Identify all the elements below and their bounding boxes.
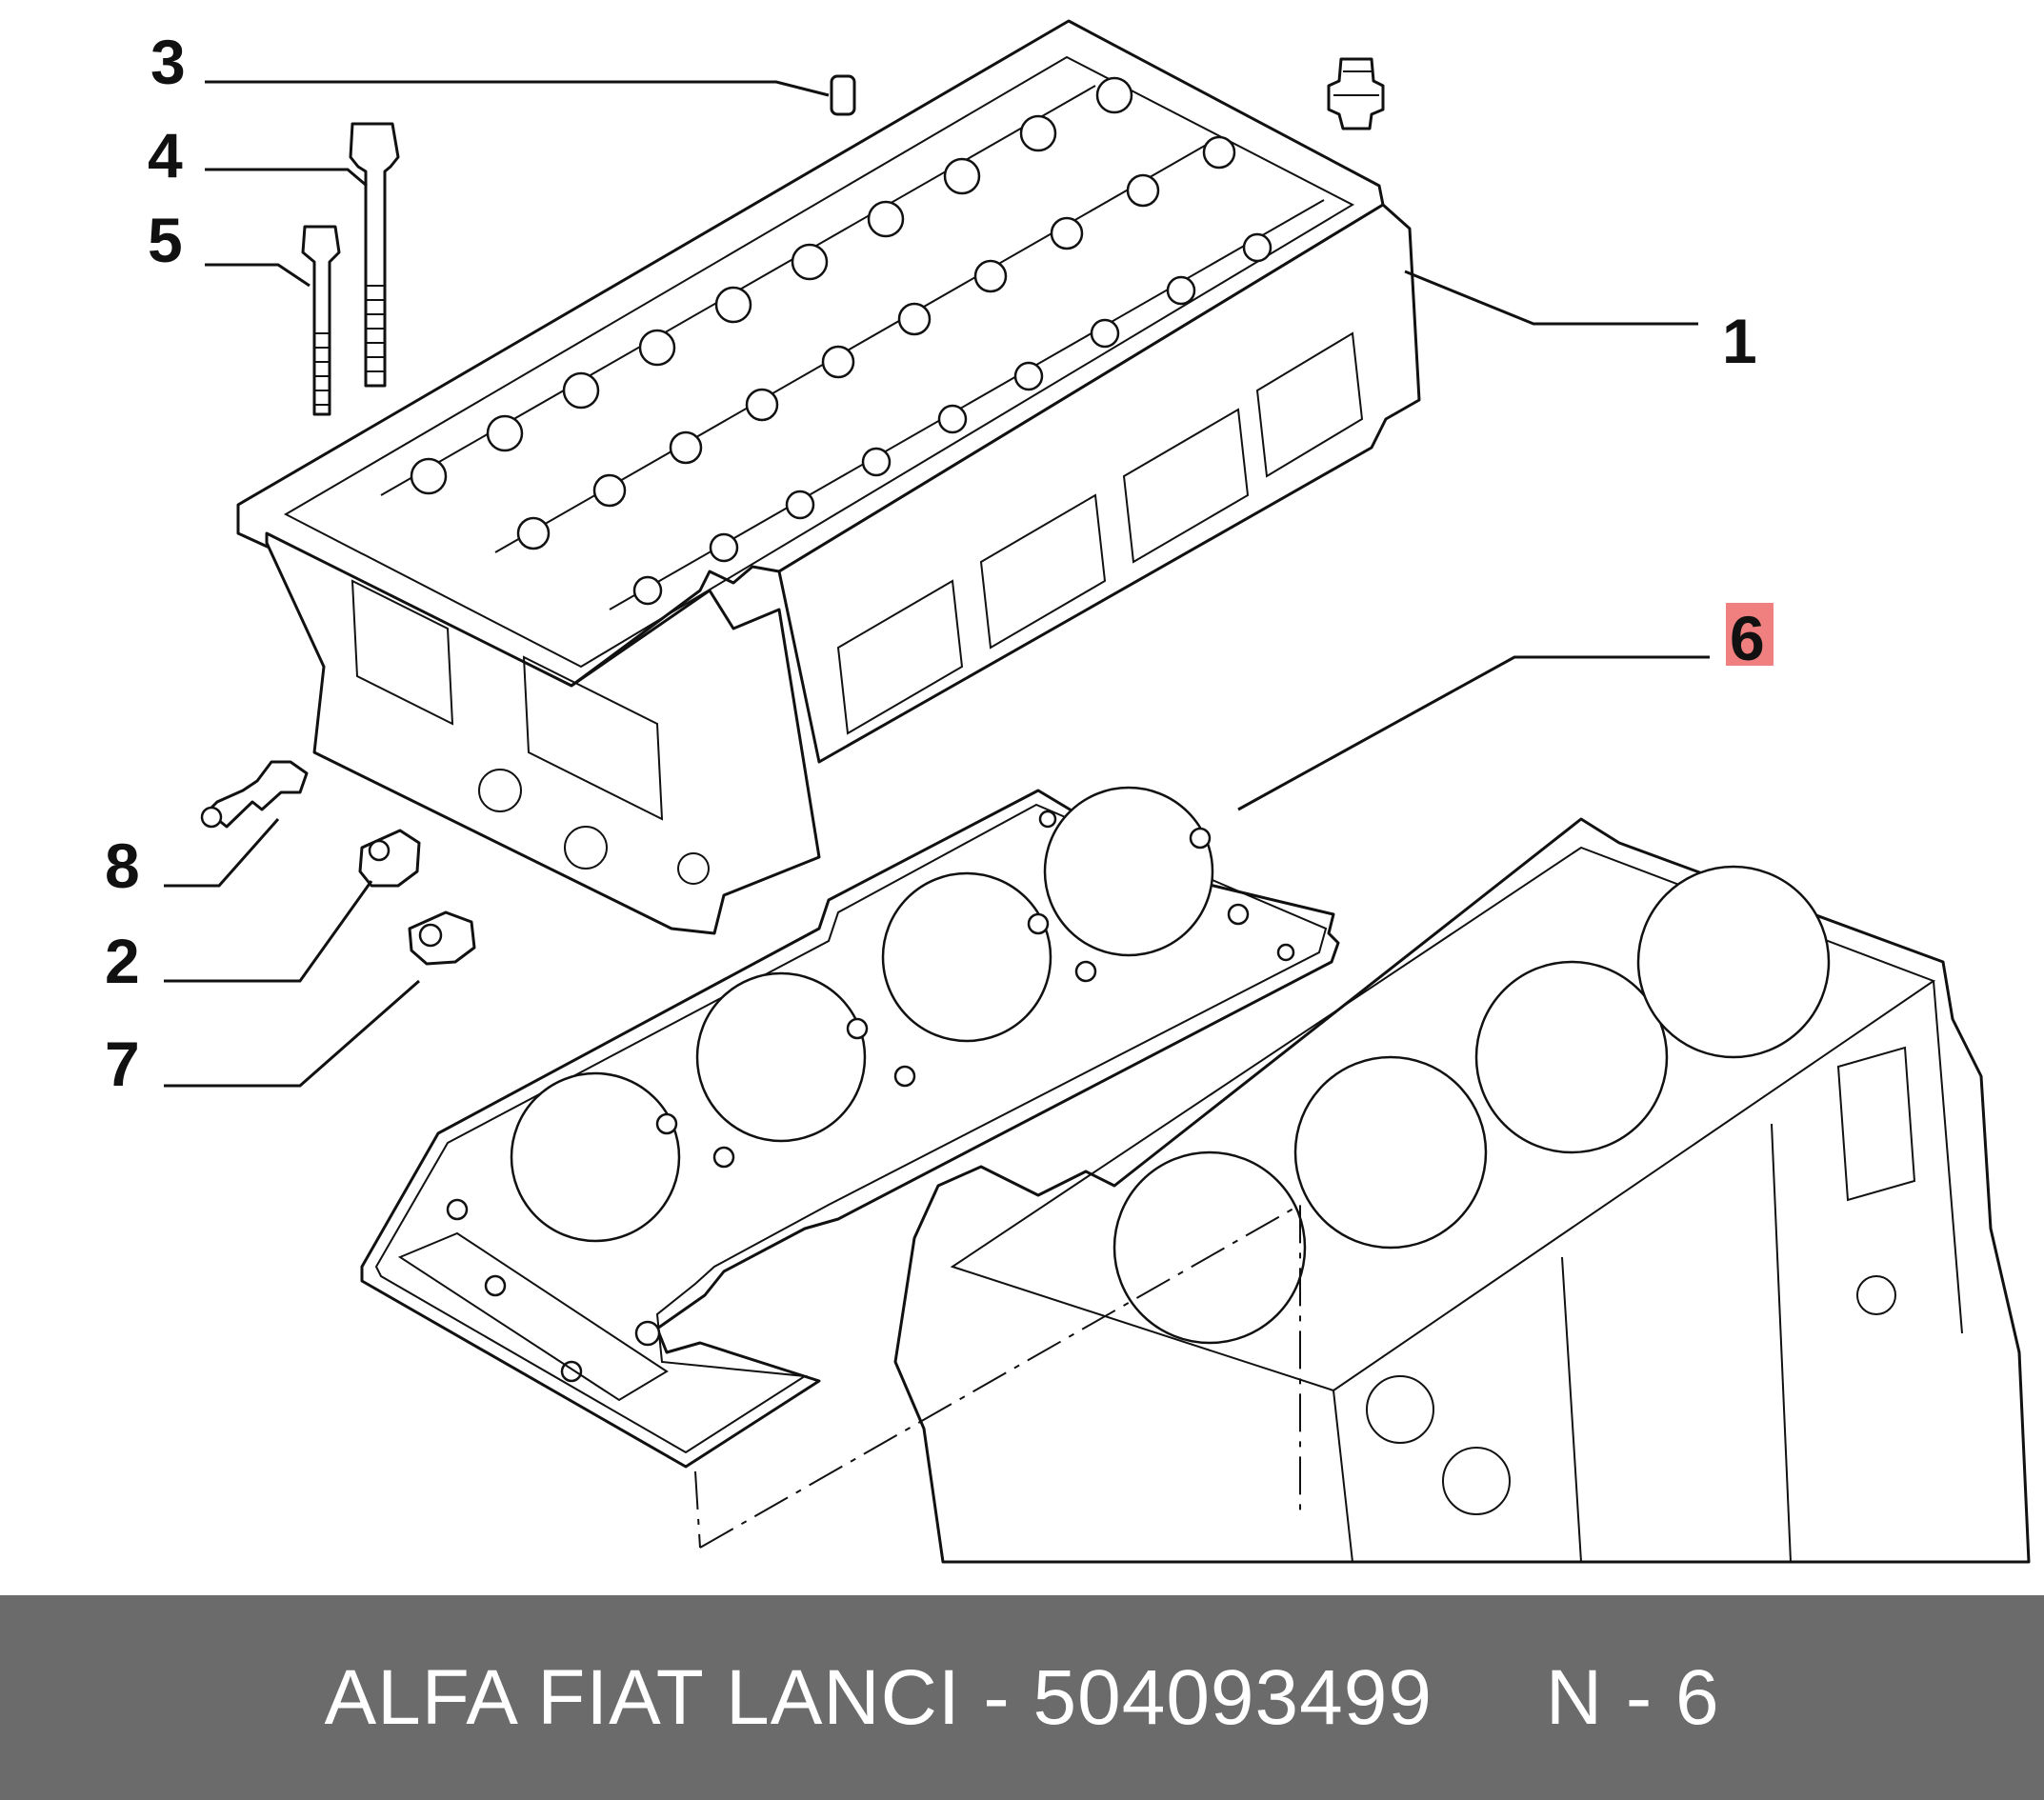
dowel-pin [830,74,856,116]
callout-5[interactable]: 5 [148,205,183,275]
alignment-line-left [694,1470,701,1549]
callout-4[interactable]: 4 [148,120,183,190]
part-number-label: ALFA FIAT LANCI - 504093499 N - 6 [324,1653,1720,1741]
breather-nozzle [200,760,309,829]
alignment-line-diag [699,1203,1301,1549]
callout-1[interactable]: 1 [1722,306,1757,376]
gasket-bore-row [510,786,1214,1243]
engine-block [893,817,2031,1564]
cylinder-head [236,19,1421,935]
plug-2 [358,829,421,888]
fitting-top-right [1327,57,1385,130]
callout-6[interactable]: 6 [1730,603,1765,673]
callout-8[interactable]: 8 [105,830,140,901]
short-head-bolt [301,225,341,416]
valve-seat-row [410,76,1272,606]
callout-7[interactable]: 7 [105,1029,140,1099]
plug-7 [408,910,476,966]
callout-2[interactable]: 2 [105,926,140,996]
callout-6-highlight [1726,603,1773,666]
leader-lines [164,80,1710,1088]
footer-bar: ALFA FIAT LANCI - 504093499 N - 6 [0,1595,2044,1800]
gasket-small-holes [446,810,1295,1383]
callout-3[interactable]: 3 [150,27,186,97]
head-gasket [360,786,1340,1469]
long-head-bolt [349,122,400,388]
block-bore-row [1112,865,1831,1345]
